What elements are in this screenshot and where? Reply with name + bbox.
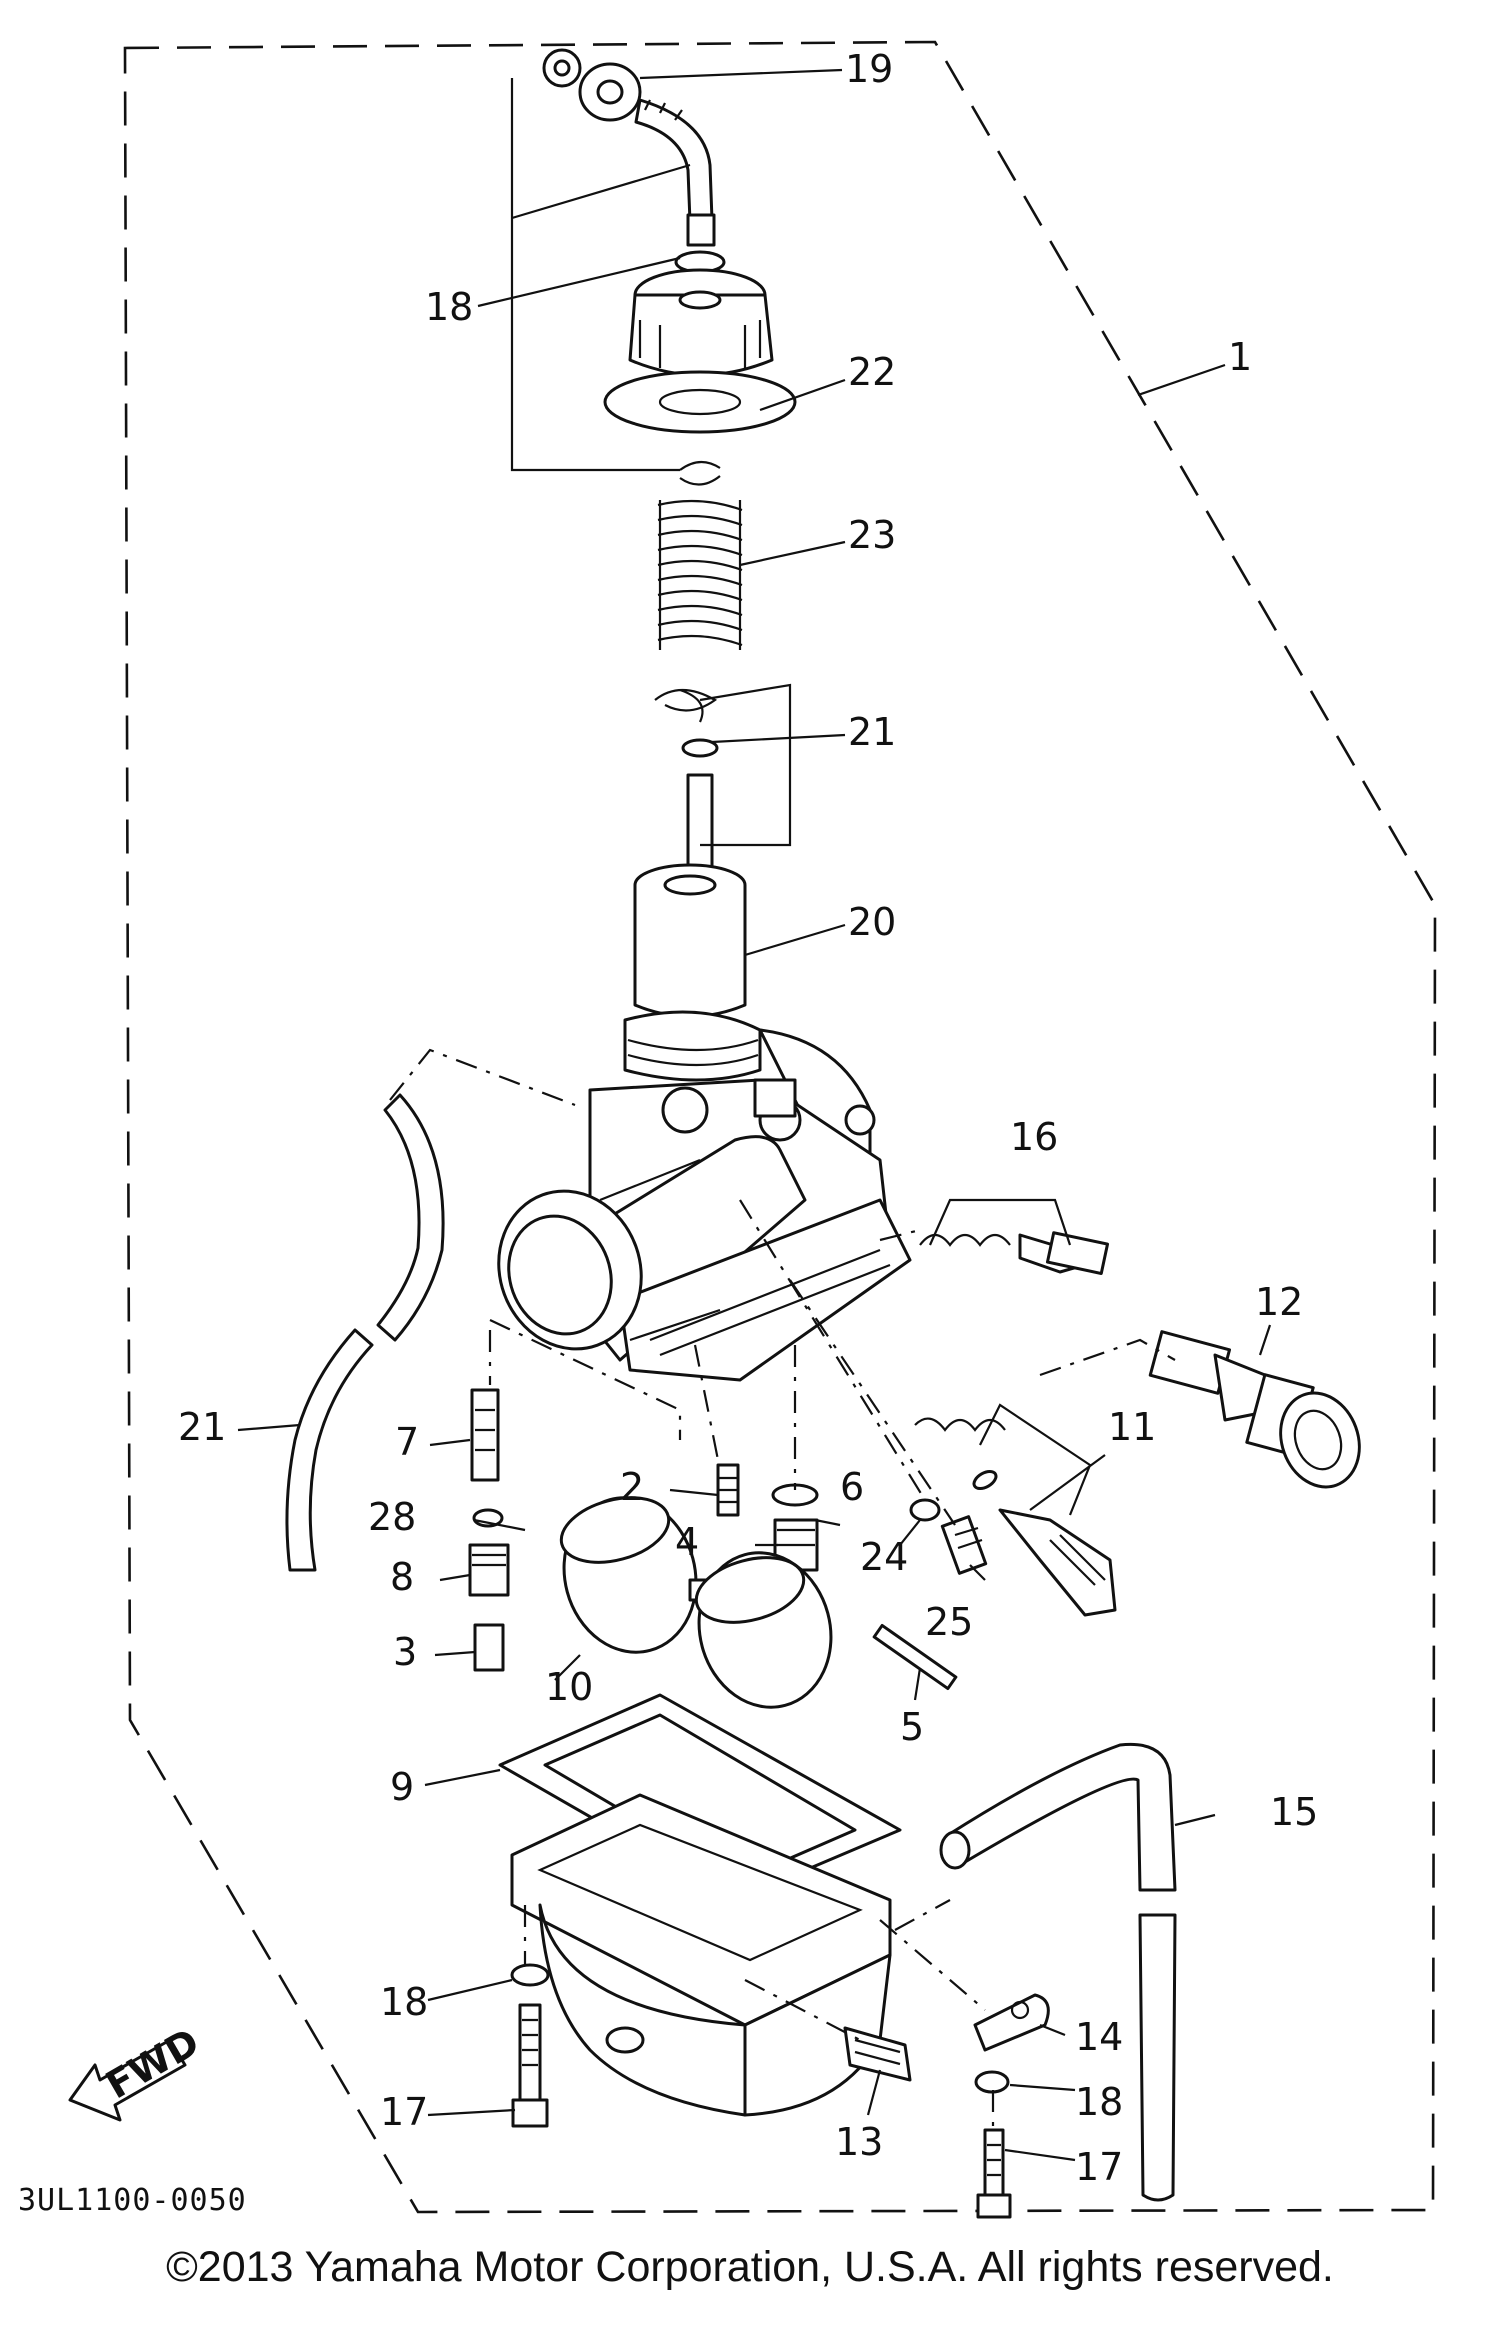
callout-20: 18 — [425, 285, 473, 329]
callout-28: 28 — [368, 1495, 416, 1539]
overflow-hose — [939, 1742, 1177, 2202]
copyright-notice: ©2013 Yamaha Motor Corporation, U.S.A. A… — [166, 2243, 1334, 2291]
callout-25: 23 — [848, 513, 896, 557]
float-bowl — [510, 1793, 892, 2117]
float-pin — [872, 1623, 958, 1691]
callout-2: 2 — [620, 1465, 644, 1509]
fwd-arrow-icon: FWD — [68, 2020, 207, 2122]
callout-1: 1 — [1228, 335, 1252, 379]
callout-16: 16 — [1010, 1115, 1058, 1159]
callout-21: 19 — [845, 47, 893, 91]
throttle-cable-elbow — [542, 48, 716, 247]
callout-19: 21 — [178, 1405, 226, 1449]
callout-7: 7 — [395, 1420, 419, 1464]
needle-valve — [940, 1515, 988, 1575]
callout-23: 21 — [848, 710, 896, 754]
callout-17-left: 17 — [380, 2090, 428, 2134]
callout-10: 10 — [545, 1665, 593, 1709]
assembly-boundary — [123, 40, 1437, 2214]
needle-clip — [654, 688, 718, 723]
clamp-plate — [973, 1993, 1050, 2052]
throttle-valve — [633, 863, 747, 1018]
callout-22: 20 — [848, 900, 896, 944]
main-jet — [473, 1623, 505, 1672]
callout-18-left: 18 — [380, 1980, 428, 2024]
callout-12: 12 — [1255, 1280, 1303, 1324]
callout-8: 8 — [390, 1555, 414, 1599]
callout-4: 4 — [675, 1520, 699, 1564]
callout-14: 14 — [1075, 2015, 1123, 2059]
washer — [909, 1498, 941, 1522]
callout-9: 9 — [390, 1765, 414, 1809]
clip-ring — [679, 460, 721, 486]
starter-plunger — [1148, 1330, 1361, 1489]
callout-26: 24 — [860, 1535, 908, 1579]
bowl-screw-left — [511, 2003, 549, 2128]
bowl-screw-right — [976, 2128, 1012, 2219]
needle-washer — [681, 738, 719, 758]
bowl-washer-left — [510, 1963, 550, 1987]
throttle-stop-screw-set — [914, 1417, 1117, 1617]
callout-3: 3 — [393, 1630, 417, 1674]
callout-13: 13 — [835, 2120, 883, 2164]
callout-11: 11 — [1108, 1405, 1156, 1449]
drain-screw — [843, 2026, 912, 2082]
callout-18-right: 18 — [1075, 2080, 1123, 2124]
callout-27: 25 — [925, 1600, 973, 1644]
document-code: 3UL1100-0050 — [18, 2183, 247, 2218]
throttle-valve-spring — [657, 499, 743, 650]
callout-15: 15 — [1270, 1790, 1318, 1834]
main-jet-holder — [468, 1543, 510, 1597]
bowl-washer-right — [974, 2070, 1010, 2094]
float — [559, 1496, 833, 1709]
mixing-chamber-top-cap — [628, 268, 774, 377]
callout-5: 5 — [900, 1705, 924, 1749]
callout-17-right: 17 — [1075, 2145, 1123, 2189]
valve-seat — [771, 1483, 819, 1572]
intake-bore — [497, 1158, 721, 1351]
callout-24: 22 — [848, 350, 896, 394]
fwd-label: FWD — [98, 2020, 206, 2108]
callout-6: 6 — [840, 1465, 864, 1509]
pilot-screw-set — [919, 1231, 1110, 1275]
air-vent-hose — [285, 1093, 445, 1572]
cap-gasket — [603, 370, 797, 434]
needle-jet — [470, 1388, 500, 1482]
pilot-jet — [716, 1463, 740, 1517]
